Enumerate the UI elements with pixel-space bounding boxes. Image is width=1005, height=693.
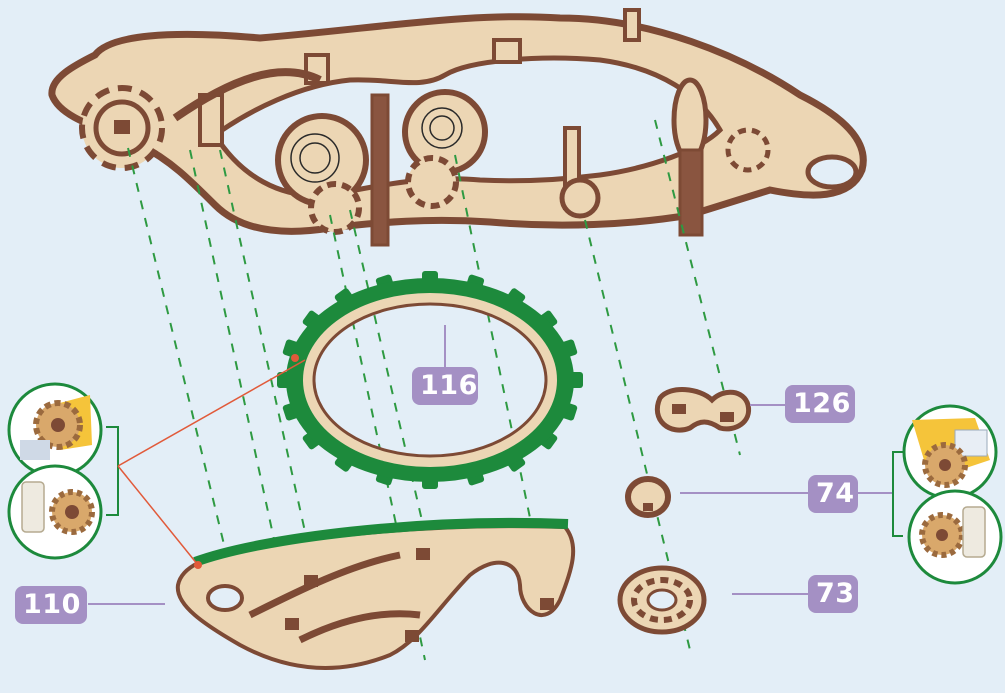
part-110-plate — [88, 523, 573, 668]
part-label-110: 110 — [15, 586, 87, 624]
gear-icon — [922, 515, 962, 555]
left-spur-gear — [82, 88, 162, 168]
frame-post-3 — [494, 40, 520, 62]
left-callout-group — [9, 354, 305, 569]
right-detail-circle-bottom — [909, 491, 1001, 583]
part-126-link — [657, 390, 785, 431]
right-callout-group — [857, 406, 1001, 583]
part-74-bushing — [628, 479, 808, 515]
guide-line — [128, 148, 235, 590]
frame-gear-mid — [408, 158, 456, 206]
part-label-126: 126 — [785, 385, 855, 423]
callout-line-red — [118, 360, 305, 466]
gear-icon — [925, 445, 965, 485]
part-73-disc — [620, 568, 808, 632]
frame-gear-right — [728, 130, 768, 170]
frame-post-2 — [372, 95, 388, 245]
part-label-116: 116 — [412, 367, 478, 405]
left-detail-circle-bottom — [9, 466, 101, 558]
part-label-73: 73 — [808, 575, 858, 613]
frame-gear-small — [311, 184, 359, 232]
callout-line-red — [118, 466, 198, 565]
frame-bushing — [562, 180, 598, 216]
left-detail-circle-top — [9, 384, 101, 476]
frame-disc — [674, 80, 706, 160]
part-label-74: 74 — [808, 475, 858, 513]
gear-icon — [52, 492, 92, 532]
frame-post-5 — [625, 10, 639, 40]
upper-frame-assembly — [52, 10, 863, 245]
right-detail-circle-top — [904, 406, 996, 498]
upper-frame-end-hole — [808, 157, 856, 187]
frame-post-7 — [680, 150, 702, 235]
